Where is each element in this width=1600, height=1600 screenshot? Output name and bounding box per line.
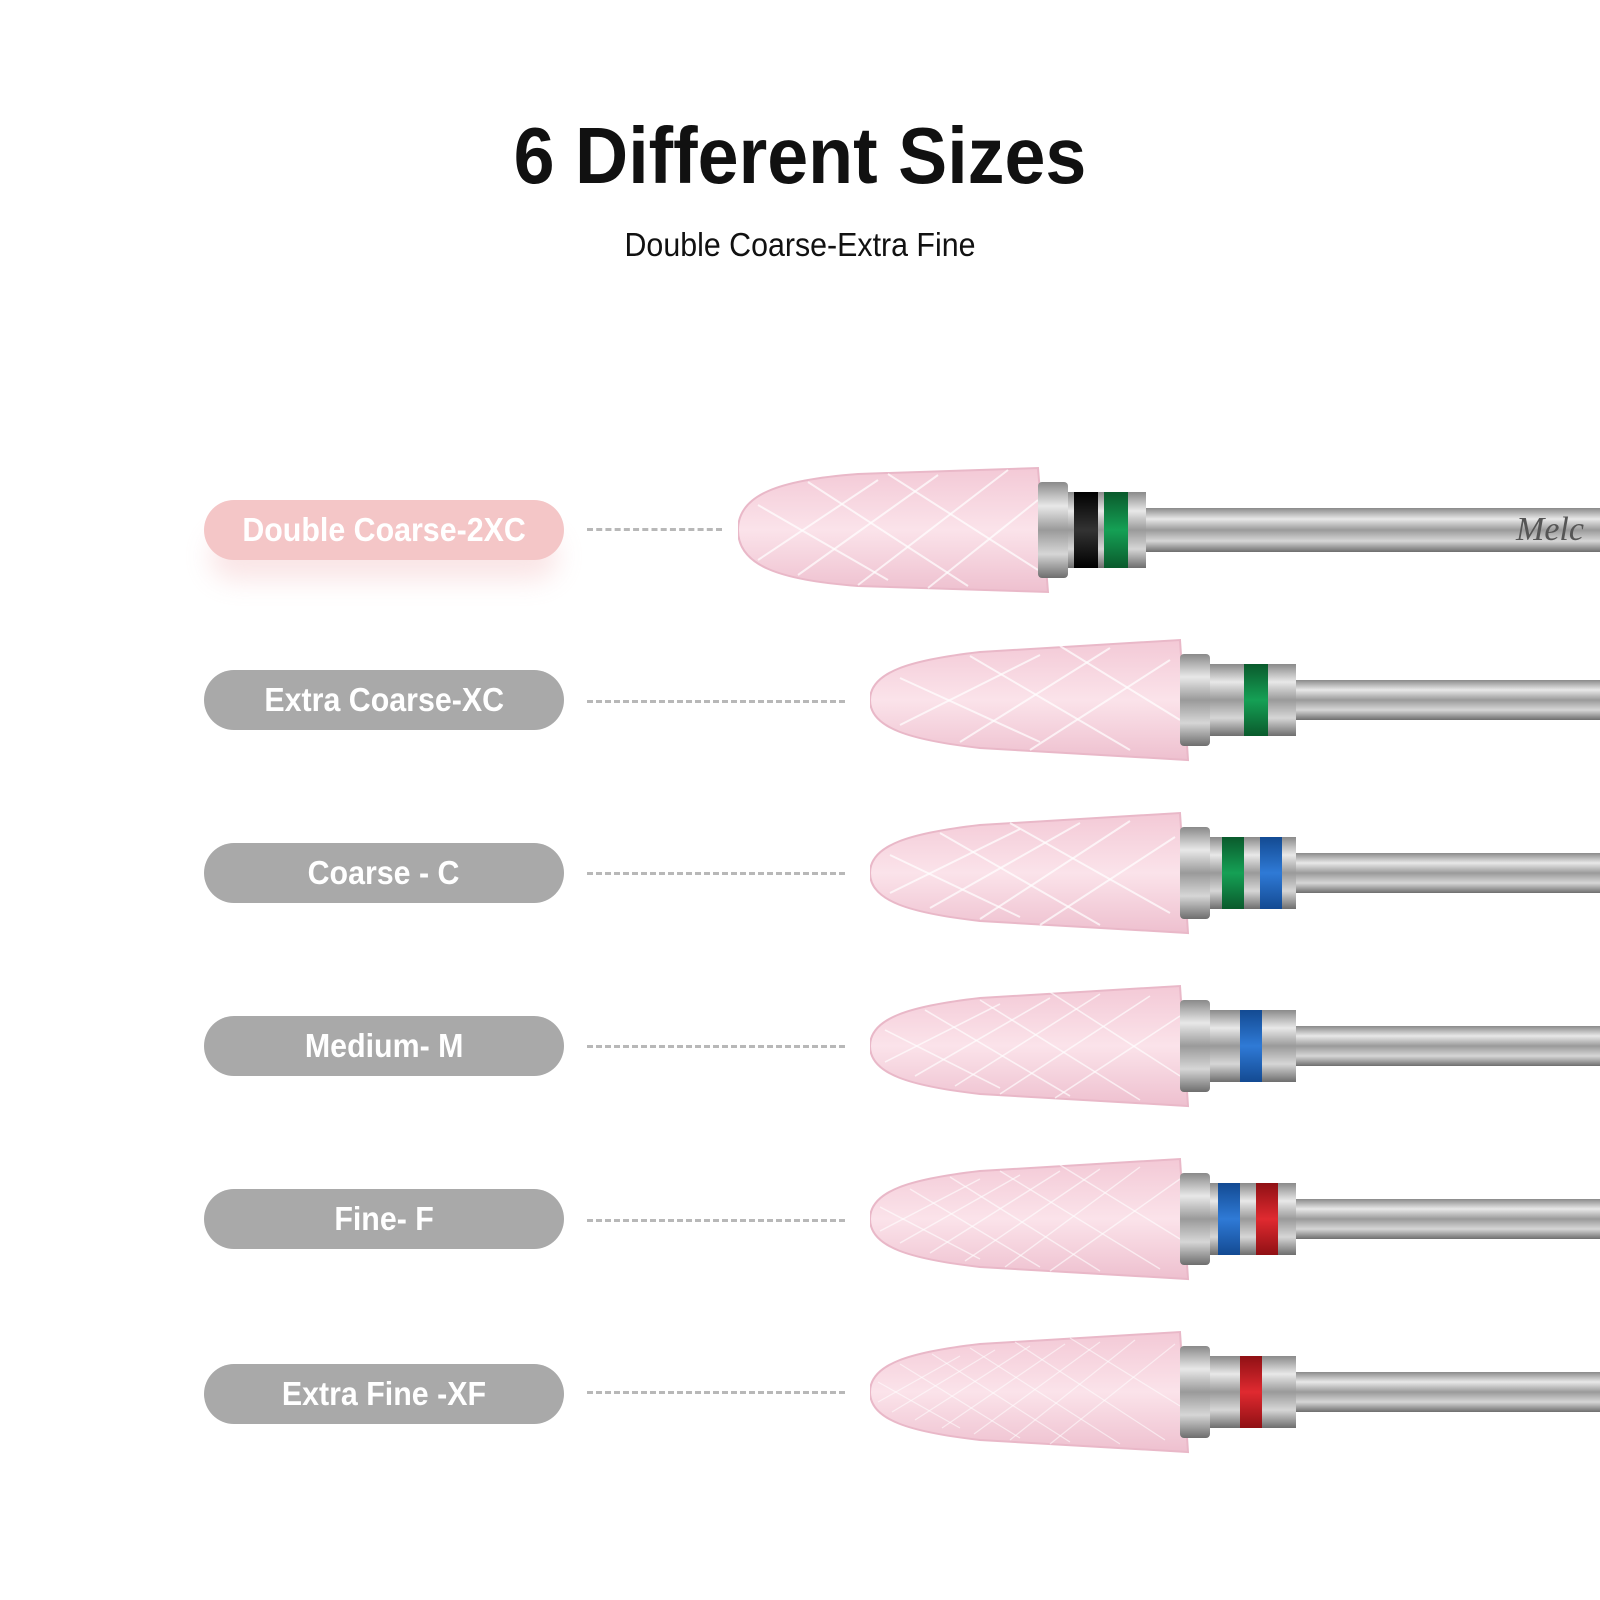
drill-bit-fine <box>870 1149 1600 1289</box>
grit-label-text: Double Coarse-2XC <box>242 511 526 548</box>
grit-label-coarse[interactable]: Coarse - C <box>204 843 564 903</box>
connector-line <box>587 700 845 703</box>
grit-label-double-coarse[interactable]: Double Coarse-2XC <box>204 500 564 560</box>
grit-row-coarse: Coarse - C <box>0 803 1600 943</box>
grit-label-extra-fine[interactable]: Extra Fine -XF <box>204 1364 564 1424</box>
connector-line <box>587 1045 845 1048</box>
grit-row-fine: Fine- F <box>0 1149 1600 1289</box>
page-subtitle: Double Coarse-Extra Fine <box>624 226 976 263</box>
page-title: 6 Different Sizes <box>513 111 1087 200</box>
grit-label-fine[interactable]: Fine- F <box>204 1189 564 1249</box>
drill-bit-double-coarse: Melc <box>738 460 1600 600</box>
grit-label-extra-coarse[interactable]: Extra Coarse-XC <box>204 670 564 730</box>
grit-label-text: Coarse - C <box>308 854 460 891</box>
brand-mark: Melc <box>1515 511 1584 548</box>
grit-row-medium: Medium- M <box>0 976 1600 1116</box>
drill-bit-coarse <box>870 803 1600 943</box>
grit-label-text: Fine- F <box>334 1200 434 1237</box>
grit-row-extra-coarse: Extra Coarse-XC <box>0 630 1600 770</box>
grit-label-text: Extra Coarse-XC <box>264 681 504 718</box>
grit-row-extra-fine: Extra Fine -XF <box>0 1322 1600 1462</box>
connector-line <box>587 872 845 875</box>
grit-label-medium[interactable]: Medium- M <box>204 1016 564 1076</box>
connector-line <box>587 1219 845 1222</box>
grit-label-text: Extra Fine -XF <box>281 1375 487 1412</box>
grit-label-text: Medium- M <box>304 1027 464 1064</box>
shank <box>1138 508 1600 552</box>
drill-bit-extra-fine <box>870 1322 1600 1462</box>
drill-bit-extra-coarse <box>870 630 1600 770</box>
connector-line <box>587 528 722 531</box>
connector-line <box>587 1391 845 1394</box>
drill-bit-medium <box>870 976 1600 1116</box>
grit-row-double-coarse: Double Coarse-2XC <box>0 460 1600 600</box>
